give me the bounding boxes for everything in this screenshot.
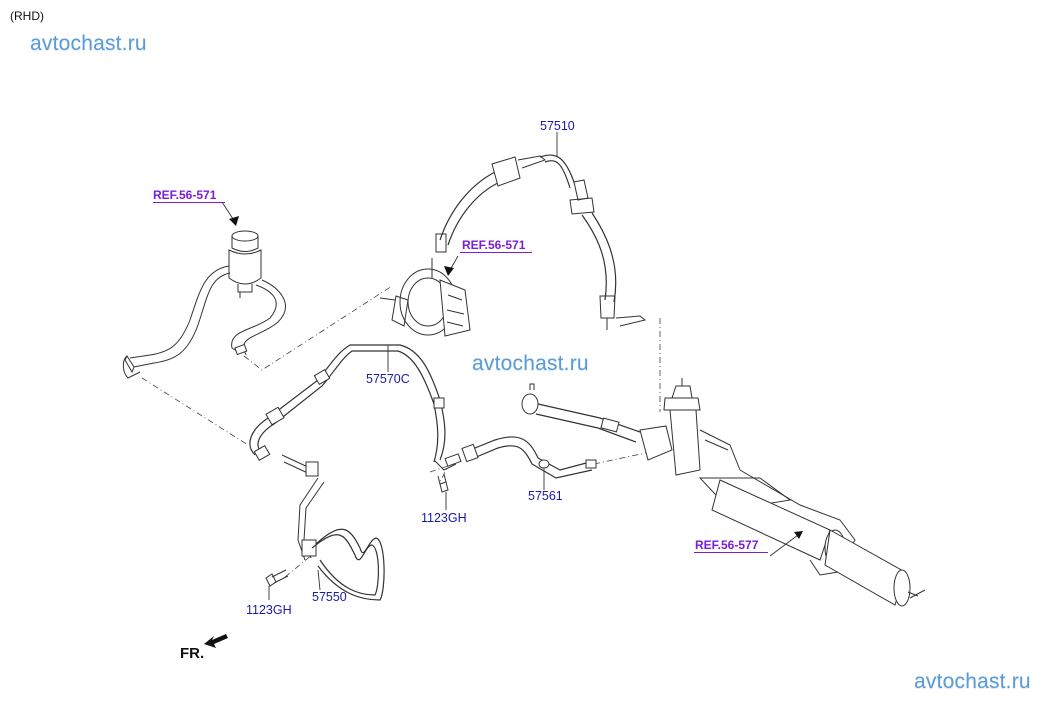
- cooler-tube-drawing: [297, 477, 385, 601]
- steering-gear-drawing: [521, 378, 926, 607]
- part-number-1123gh-upper[interactable]: 1123GH: [421, 511, 467, 525]
- pressure-hose-drawing: [435, 154, 647, 330]
- front-direction-label: FR.: [180, 645, 205, 662]
- watermark: avtochast.ru: [30, 32, 147, 55]
- watermark: avtochast.ru: [472, 352, 589, 375]
- ref-underline: [694, 552, 768, 553]
- part-number-1123gh-lower[interactable]: 1123GH: [246, 603, 292, 617]
- ref-underline: [460, 252, 532, 253]
- part-number-57570c[interactable]: 57570C: [366, 372, 410, 386]
- return-tube-drawing: [249, 344, 462, 477]
- ref-link-reservoir[interactable]: REF.56-571: [153, 188, 217, 202]
- variant-label: (RHD): [10, 9, 44, 23]
- part-number-57550[interactable]: 57550: [312, 590, 347, 604]
- watermark: avtochast.ru: [914, 670, 1031, 693]
- reservoir-drawing: [122, 230, 286, 379]
- ref-link-pump[interactable]: REF.56-571: [462, 238, 526, 252]
- bolt-drawing: [265, 473, 449, 587]
- ref-underline: [153, 202, 225, 203]
- ref-link-steering-gear[interactable]: REF.56-577: [695, 538, 759, 552]
- part-number-57561[interactable]: 57561: [528, 489, 563, 503]
- part-number-57510[interactable]: 57510: [540, 119, 575, 133]
- front-arrow-icon: [204, 634, 228, 648]
- tube-drawing: [461, 436, 597, 479]
- pump-drawing: [379, 258, 471, 337]
